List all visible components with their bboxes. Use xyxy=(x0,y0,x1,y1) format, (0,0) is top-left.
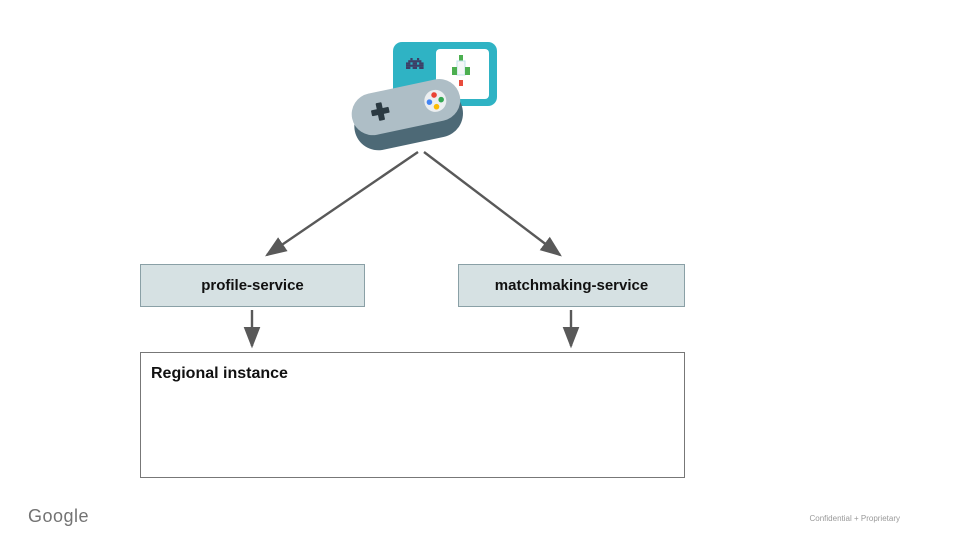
invader-sprite xyxy=(406,58,424,69)
game-controller-icon xyxy=(351,79,463,151)
arrow-client-to-profile xyxy=(265,151,419,257)
matchmaking-service-node: matchmaking-service xyxy=(458,264,685,307)
controller-buttons-icon xyxy=(424,89,447,112)
matchmaking-service-label: matchmaking-service xyxy=(494,277,649,294)
dpad-icon xyxy=(371,102,390,121)
regional-instance-box: Regional instance xyxy=(140,352,685,478)
profile-service-node: profile-service xyxy=(140,264,365,307)
google-logo: Google xyxy=(28,506,90,526)
confidential-note: Confidential + Proprietary xyxy=(809,514,901,523)
game-screen-icon xyxy=(393,42,497,106)
ship-sprite xyxy=(452,55,470,86)
profile-service-label: profile-service xyxy=(201,277,304,294)
regional-instance-label: Regional instance xyxy=(151,365,288,382)
arrow-client-to-matchmaking xyxy=(423,151,562,257)
